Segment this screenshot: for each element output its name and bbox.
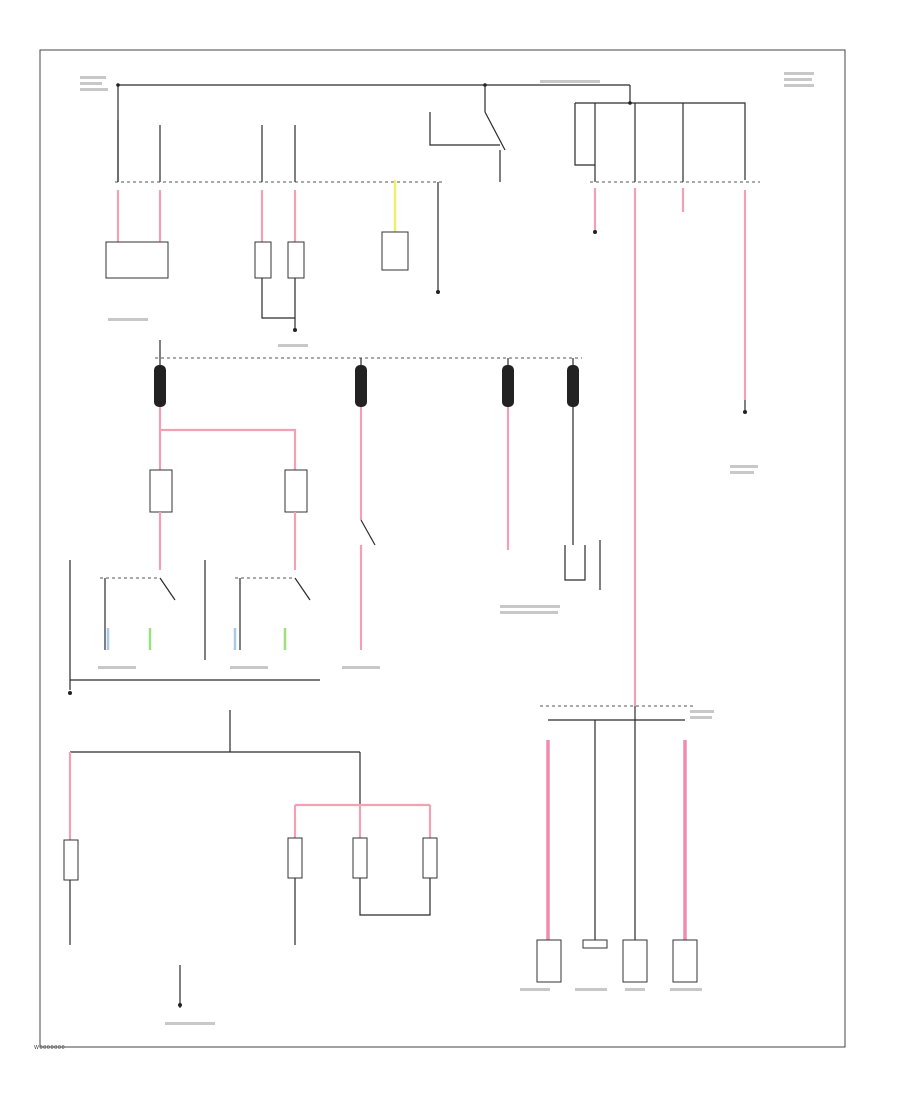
relay-box-2: [287, 241, 305, 279]
module-bottom-3: [622, 939, 648, 983]
lower-right: [536, 705, 698, 983]
lower-bus: [63, 710, 438, 1008]
connector-1: [154, 365, 166, 407]
left-relay-branch: [68, 407, 320, 695]
relay-box-1: [254, 241, 272, 279]
center-branch: [359, 407, 376, 650]
sensor-box: [381, 231, 409, 271]
relay-left-b: [284, 469, 308, 513]
connector-4: [567, 365, 579, 407]
top-bus: [115, 83, 760, 183]
top-middle-switch: [381, 111, 506, 294]
middle-bus: [154, 340, 582, 407]
right-branches: [506, 407, 601, 590]
connector-3: [502, 365, 514, 407]
lower-module-1: [287, 837, 303, 879]
control-module-box-left: [105, 241, 169, 279]
figure-id: W0000000: [34, 1045, 66, 1051]
module-bottom-1: [536, 939, 562, 983]
lower-module-2: [352, 837, 368, 879]
module-bottom-4: [672, 939, 698, 983]
label-marks: [80, 72, 814, 1025]
diagram-frame: [39, 49, 846, 1048]
module-bottom-2: [582, 939, 608, 949]
connector-2: [355, 365, 367, 407]
fuse-drops-left: [105, 120, 305, 332]
lower-left-module: [63, 839, 79, 881]
relay-left-a: [149, 469, 173, 513]
fuse-drops-right: [593, 103, 747, 706]
lower-module-3: [422, 837, 438, 879]
